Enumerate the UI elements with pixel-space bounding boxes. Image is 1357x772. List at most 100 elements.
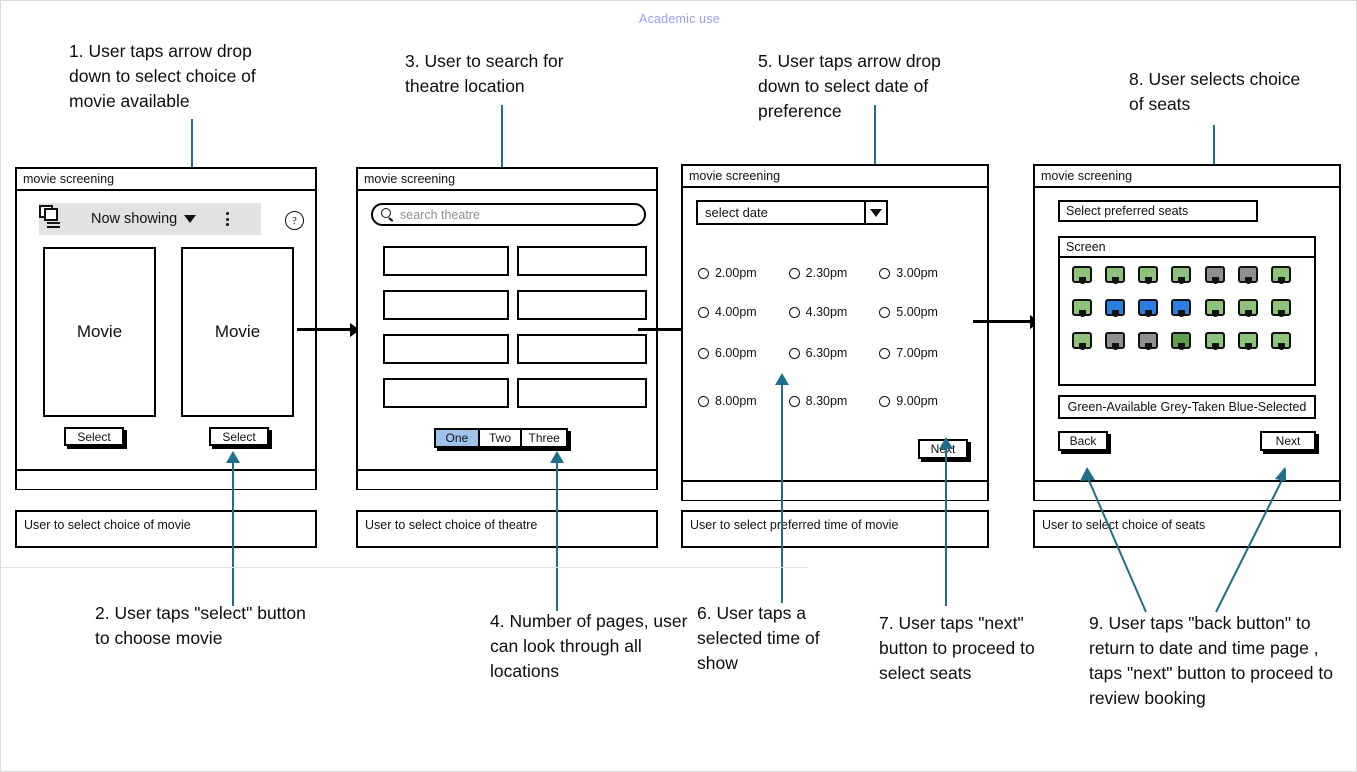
seat-legend: Green-Available Grey-Taken Blue-Selected bbox=[1058, 395, 1316, 419]
page-button-two[interactable]: Two bbox=[480, 430, 523, 446]
time-option-6-00pm[interactable]: 6.00pm bbox=[698, 346, 757, 360]
seat-r2c4[interactable] bbox=[1171, 299, 1192, 318]
leader-line-2 bbox=[232, 456, 234, 606]
annotation-1: 1. User taps arrow drop down to select c… bbox=[69, 41, 256, 111]
time-option-2-30pm[interactable]: 2.30pm bbox=[788, 266, 848, 280]
leader-line-1 bbox=[191, 119, 193, 195]
theatre-cell-3[interactable] bbox=[383, 290, 509, 320]
time-label: 8.00pm bbox=[715, 394, 757, 408]
seat-grid[interactable] bbox=[1072, 266, 1304, 351]
seat-r2c2[interactable] bbox=[1105, 299, 1126, 318]
time-option-5-00pm[interactable]: 5.00pm bbox=[879, 305, 938, 319]
now-showing-dropdown[interactable]: Now showing bbox=[91, 211, 197, 227]
search-theatre-input[interactable]: search theatre bbox=[371, 203, 646, 226]
seat-r3c1[interactable] bbox=[1072, 332, 1092, 351]
theatre-cell-1[interactable] bbox=[383, 246, 509, 276]
screen-1-caption: User to select choice of movie bbox=[15, 510, 317, 548]
time-option-6-30pm[interactable]: 6.30pm bbox=[788, 346, 847, 360]
seat-r2c7[interactable] bbox=[1270, 299, 1291, 318]
annotation-6: 6. User taps a selected time of show bbox=[697, 603, 820, 673]
time-label: 5.00pm bbox=[896, 305, 938, 319]
screen-1-title: movie screening bbox=[17, 169, 315, 191]
select-button-1[interactable]: Select bbox=[64, 427, 124, 446]
stacked-cards-icon bbox=[39, 205, 65, 229]
time-row-4: 8.00pm 8.30pm 9.00pm bbox=[698, 394, 938, 408]
three-dot-menu-icon[interactable] bbox=[226, 212, 230, 226]
movie-poster-1[interactable]: Movie bbox=[43, 247, 156, 417]
search-icon bbox=[381, 208, 394, 222]
seat-r1c3[interactable] bbox=[1138, 266, 1159, 285]
seat-r2c3[interactable] bbox=[1138, 299, 1159, 318]
annotation-9: 9. User taps "back button" to return to … bbox=[1089, 613, 1333, 708]
time-label: 2.30pm bbox=[805, 266, 848, 280]
time-option-2-00pm[interactable]: 2.00pm bbox=[698, 266, 757, 280]
theatre-cell-7[interactable] bbox=[383, 378, 509, 408]
screen-3-caption: User to select preferred time of movie bbox=[681, 510, 989, 548]
leader-arrow-2 bbox=[226, 451, 240, 463]
select-date-dropdown[interactable]: select date bbox=[696, 200, 888, 225]
annotation-3: 3. User to search for theatre location bbox=[405, 51, 564, 96]
section-divider bbox=[1, 567, 807, 568]
theatre-cell-8[interactable] bbox=[517, 378, 647, 408]
time-label: 3.00pm bbox=[896, 266, 938, 280]
time-option-4-30pm[interactable]: 4.30pm bbox=[788, 305, 847, 319]
leader-lines-9 bbox=[1080, 467, 1286, 613]
seat-r3c7[interactable] bbox=[1270, 332, 1291, 351]
seat-r3c4[interactable] bbox=[1171, 332, 1192, 351]
time-label: 8.30pm bbox=[805, 394, 848, 408]
time-option-4-00pm[interactable]: 4.00pm bbox=[698, 305, 757, 319]
annotation-8: 8. User selects choice of seats bbox=[1129, 69, 1301, 114]
select-preferred-seats-field[interactable]: Select preferred seats bbox=[1058, 200, 1258, 222]
time-label: 4.00pm bbox=[715, 305, 757, 319]
seat-r3c2[interactable] bbox=[1105, 332, 1126, 351]
seat-r2c1[interactable] bbox=[1072, 299, 1092, 318]
theatre-cell-6[interactable] bbox=[517, 334, 647, 364]
seat-r1c6[interactable] bbox=[1237, 266, 1258, 285]
page-button-one[interactable]: One bbox=[436, 430, 480, 446]
seat-r1c5[interactable] bbox=[1204, 266, 1225, 285]
theatre-cell-5[interactable] bbox=[383, 334, 509, 364]
seat-r3c5[interactable] bbox=[1204, 332, 1225, 351]
page-button-three[interactable]: Three bbox=[528, 431, 560, 445]
time-option-7-00pm[interactable]: 7.00pm bbox=[879, 346, 938, 360]
screen-4-caption: User to select choice of seats bbox=[1033, 510, 1341, 548]
time-option-9-00pm[interactable]: 9.00pm bbox=[879, 394, 938, 408]
back-button[interactable]: Back bbox=[1058, 431, 1108, 451]
time-option-3-00pm[interactable]: 3.00pm bbox=[879, 266, 938, 280]
seat-r2c5[interactable] bbox=[1204, 299, 1225, 318]
leader-arrow-6 bbox=[775, 373, 789, 385]
seat-r3c3[interactable] bbox=[1138, 332, 1159, 351]
theatre-cell-2[interactable] bbox=[517, 246, 647, 276]
seat-r1c7[interactable] bbox=[1270, 266, 1291, 285]
screen-2-footbar bbox=[358, 469, 656, 489]
pagination-control[interactable]: One Two Three bbox=[434, 428, 568, 448]
screen-2-caption: User to select choice of theatre bbox=[356, 510, 658, 548]
time-label: 9.00pm bbox=[896, 394, 938, 408]
annotation-5: 5. User taps arrow drop down to select d… bbox=[758, 51, 941, 121]
seat-r3c6[interactable] bbox=[1237, 332, 1258, 351]
screen-3-frame: movie screening select date 2.00pm 2.30p… bbox=[681, 164, 989, 501]
movie-poster-2[interactable]: Movie bbox=[181, 247, 294, 417]
time-label: 6.00pm bbox=[715, 346, 757, 360]
screen-1-toolbar: Now showing bbox=[39, 203, 261, 235]
help-circle-icon[interactable]: ? bbox=[285, 211, 304, 230]
seat-r2c6[interactable] bbox=[1237, 299, 1258, 318]
chevron-down-icon bbox=[184, 215, 197, 223]
next-button-screen-4[interactable]: Next bbox=[1260, 431, 1316, 451]
now-showing-label: Now showing bbox=[91, 211, 178, 227]
select-button-2[interactable]: Select bbox=[209, 427, 269, 446]
flow-arrow-3-4 bbox=[973, 314, 1040, 329]
time-row-3: 6.00pm 6.30pm 7.00pm bbox=[698, 346, 938, 360]
seat-r1c1[interactable] bbox=[1072, 266, 1092, 285]
seat-r1c4[interactable] bbox=[1171, 266, 1192, 285]
academic-use-watermark: Academic use bbox=[639, 12, 720, 26]
time-option-8-00pm[interactable]: 8.00pm bbox=[698, 394, 757, 408]
leader-line-5 bbox=[874, 105, 876, 189]
seat-r1c2[interactable] bbox=[1105, 266, 1126, 285]
theatre-cell-4[interactable] bbox=[517, 290, 647, 320]
flow-arrow-1-2 bbox=[297, 322, 360, 337]
movie-poster-2-label: Movie bbox=[214, 322, 261, 341]
leader-line-4 bbox=[556, 456, 558, 611]
screen-2-frame: movie screening search theatre One Two T… bbox=[356, 167, 658, 490]
time-option-8-30pm[interactable]: 8.30pm bbox=[788, 394, 848, 408]
